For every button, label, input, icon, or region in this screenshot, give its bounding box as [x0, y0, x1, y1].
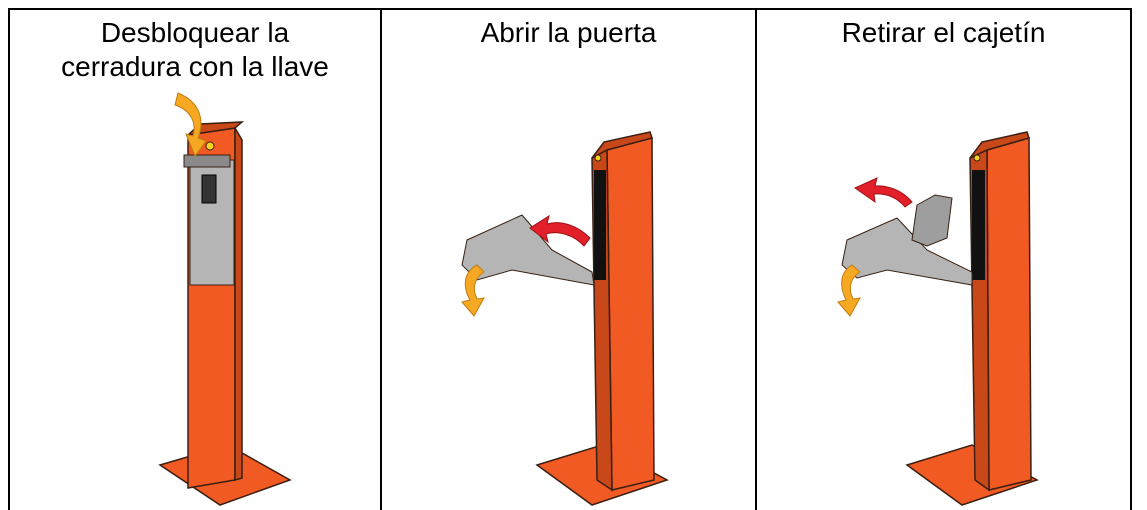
step-1-panel: Desbloquear la cerradura con la llave — [10, 10, 382, 510]
open-door — [841, 217, 973, 286]
red-arrow-icon — [853, 177, 913, 208]
open-cavity — [972, 170, 985, 280]
instruction-panels: Desbloquear la cerradura con la llave Ab… — [8, 8, 1132, 510]
meter-slot — [201, 174, 217, 204]
cash-box — [911, 194, 953, 247]
post-top — [969, 131, 1030, 159]
step-3-caption: Retirar el cajetín — [757, 16, 1130, 50]
door-latch — [183, 154, 231, 168]
step-1-caption: Desbloquear la cerradura con la llave — [10, 16, 380, 84]
lock-icon — [973, 154, 981, 162]
step-3-illustration — [837, 131, 1039, 506]
step-3-caption-line1: Retirar el cajetín — [841, 17, 1046, 48]
step-2-caption: Abrir la puerta — [382, 16, 755, 50]
red-arrow-icon — [529, 214, 591, 247]
post-front — [606, 137, 655, 491]
lock-icon — [594, 154, 602, 162]
step-2-illustration — [461, 131, 669, 506]
post-front — [986, 137, 1032, 491]
orange-arrow-icon — [461, 264, 485, 317]
step-3-panel: Retirar el cajetín — [757, 10, 1132, 510]
orange-arrow-icon — [837, 264, 861, 317]
step-2-caption-line1: Abrir la puerta — [480, 17, 657, 48]
step-1-caption-line2: cerradura con la llave — [61, 51, 329, 82]
open-door — [461, 214, 595, 286]
open-cavity — [594, 170, 606, 280]
orange-arrow-icon — [174, 92, 207, 158]
lock-icon — [205, 141, 215, 151]
post-base-plate — [905, 444, 1039, 506]
step-1-caption-line1: Desbloquear la — [100, 17, 290, 48]
post-side — [234, 125, 243, 481]
step-1-illustration — [158, 92, 292, 506]
post-top — [591, 131, 653, 159]
step-2-panel: Abrir la puerta — [382, 10, 757, 510]
